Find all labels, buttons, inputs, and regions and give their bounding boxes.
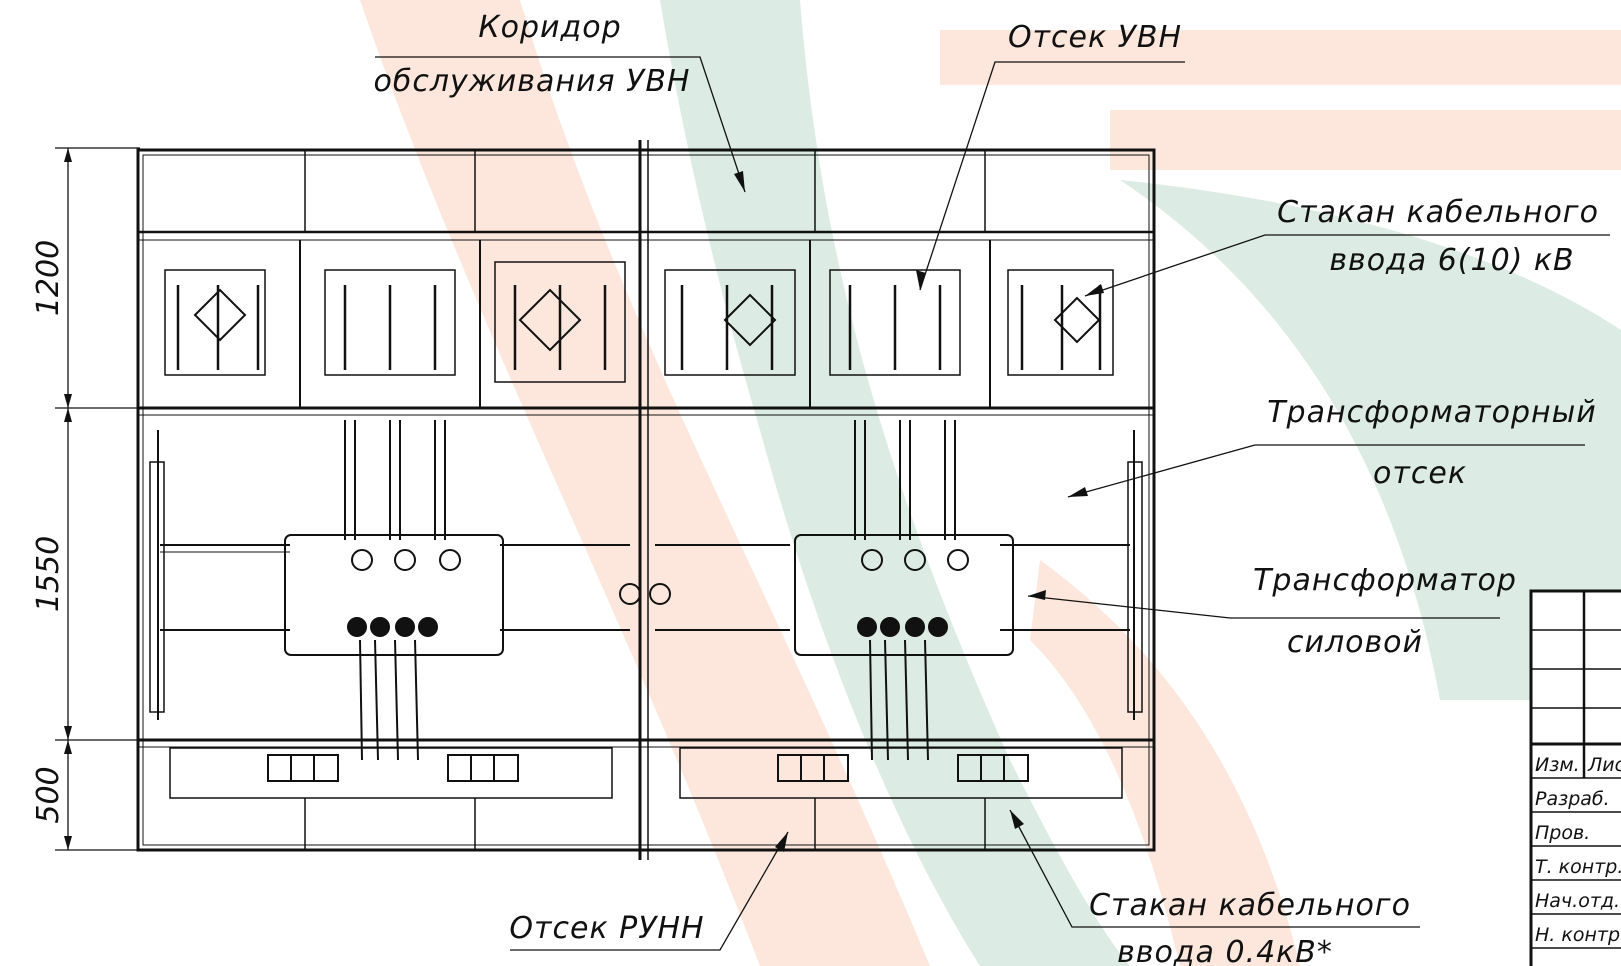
label-uvn-compartment: Отсек УВН bbox=[1008, 20, 1182, 55]
label-corridor-line1: Коридор bbox=[478, 10, 621, 45]
title-block bbox=[1529, 589, 1621, 966]
title-block-col-list: Лист bbox=[1587, 754, 1621, 776]
title-block-row-tkontr: Т. контр. bbox=[1535, 856, 1621, 878]
title-block-row-nachotd: Нач.отд. bbox=[1535, 890, 1620, 912]
label-power-transformer-line1: Трансформатор bbox=[1253, 563, 1517, 598]
label-cable-glass-lv-line1: Стакан кабельного bbox=[1089, 888, 1411, 923]
label-cable-glass-hv-line2: ввода 6(10) кВ bbox=[1329, 243, 1574, 278]
dimension-middle-label: 1550 bbox=[31, 536, 66, 612]
hv-cell-group bbox=[164, 261, 1114, 383]
title-block-row-razrab: Разраб. bbox=[1535, 788, 1610, 810]
label-runn-compartment: Отсек РУНН bbox=[509, 911, 704, 946]
transformer-right bbox=[794, 420, 1014, 761]
label-transformer-compartment-line2: отсек bbox=[1373, 456, 1467, 491]
background-watermark bbox=[360, 0, 1621, 966]
label-power-transformer-line2: силовой bbox=[1287, 625, 1423, 660]
label-corridor-line2: обслуживания УВН bbox=[374, 64, 691, 99]
label-cable-glass-lv-line2: ввода 0.4кВ* bbox=[1117, 935, 1333, 966]
dimension-top-label: 1200 bbox=[31, 240, 66, 316]
label-cable-glass-hv-line1: Стакан кабельного bbox=[1277, 195, 1599, 230]
transformer-left bbox=[284, 420, 504, 761]
leader-lines bbox=[375, 56, 1610, 951]
leader-arrowheads bbox=[734, 171, 1104, 852]
center-coupling bbox=[619, 583, 671, 605]
title-block-row-izm: Изм. bbox=[1535, 754, 1580, 776]
title-block-row-prov: Пров. bbox=[1535, 822, 1590, 844]
dimension-bottom-label: 500 bbox=[31, 766, 66, 823]
dimension-chain bbox=[55, 147, 140, 851]
label-transformer-compartment-line1: Трансформаторный bbox=[1267, 395, 1597, 430]
substation-frame bbox=[136, 140, 1156, 860]
title-block-row-nkontr: Н. контр. bbox=[1535, 924, 1621, 946]
